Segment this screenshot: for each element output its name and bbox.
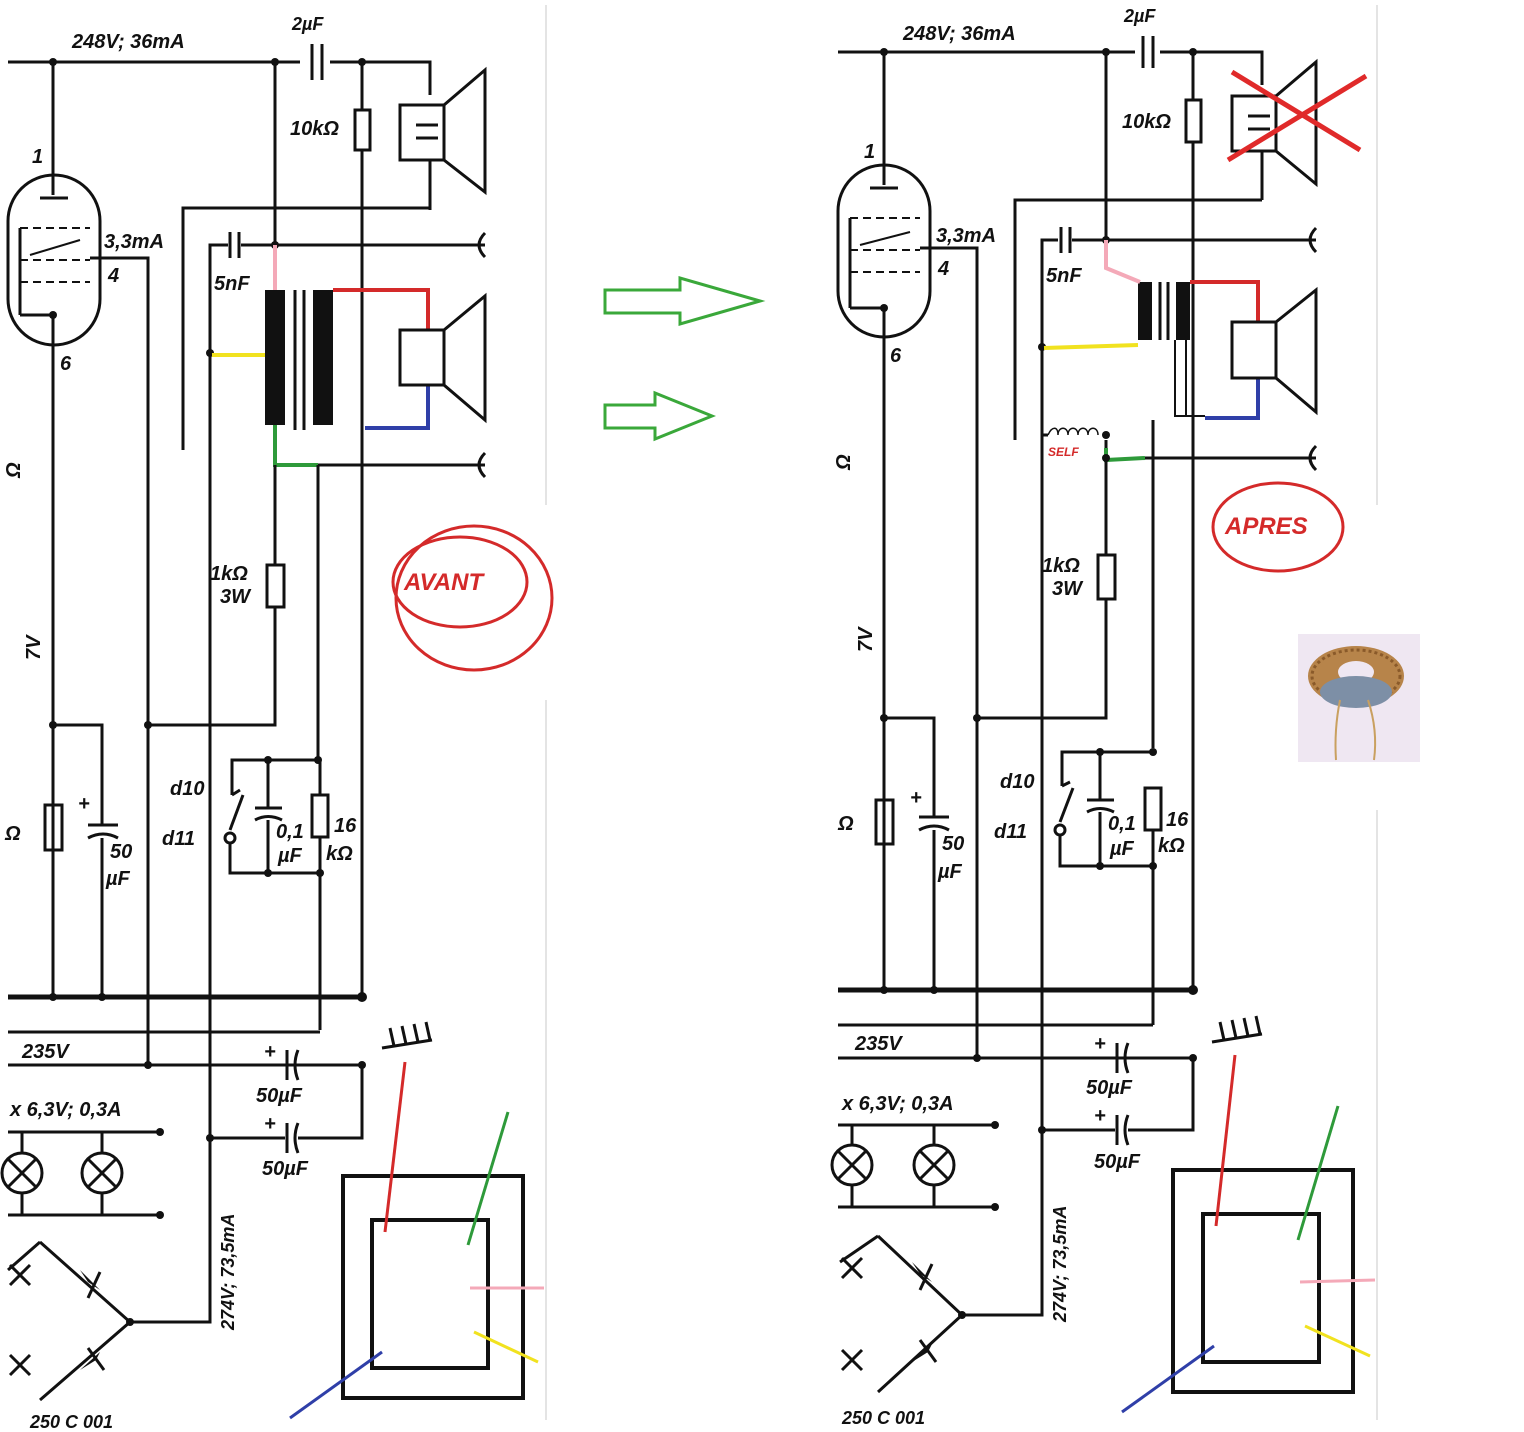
label-cap50uf-a: 50µF xyxy=(256,1085,303,1107)
lamp-icon xyxy=(0,1151,44,1195)
label-235v: 235V xyxy=(21,1041,70,1063)
ground-icon xyxy=(381,1021,433,1050)
label-r16-unit-2: kΩ xyxy=(1158,835,1185,857)
label-plus-4: + xyxy=(910,787,922,809)
label-pin6: 6 xyxy=(60,353,72,375)
label-edge-omega: Ω xyxy=(3,462,25,479)
tube-icon xyxy=(6,62,102,1000)
label-r10k: 10kΩ xyxy=(290,118,339,140)
label-cap01-unit: µF xyxy=(277,845,303,867)
label-r16-2: 16 xyxy=(1166,809,1189,831)
ground-icon xyxy=(1211,1015,1263,1044)
lamp-icon xyxy=(830,1143,874,1187)
label-plus-2: + xyxy=(264,1041,276,1063)
label-ref-2: 250 C 001 xyxy=(841,1408,925,1428)
label-cap-top-2: 2µF xyxy=(1123,6,1156,26)
label-tube-current: 3,3mA xyxy=(104,231,164,253)
label-d10-2: d10 xyxy=(1000,771,1034,793)
label-cap50-unit: µF xyxy=(105,868,131,890)
cross-icon xyxy=(1226,69,1368,163)
label-pin1-2: 1 xyxy=(864,141,875,163)
speaker-icon xyxy=(398,292,487,424)
panel-apres: 248V; 36mA 2µF 10kΩ xyxy=(830,6,1420,1428)
label-heater: x 6,3V; 0,3A xyxy=(9,1099,122,1121)
label-res-omega: Ω xyxy=(4,823,21,845)
label-cap01-2: 0,1 xyxy=(1108,813,1136,835)
label-274v-2: 274V; 73,5mA xyxy=(1050,1206,1070,1323)
label-pin1: 1 xyxy=(32,146,43,168)
label-plus-1: + xyxy=(78,793,90,815)
label-d11: d11 xyxy=(162,828,195,850)
label-supply-top: 248V; 36mA xyxy=(71,31,185,53)
panel-avant: 248V; 36mA 2µF 10kΩ xyxy=(0,14,554,1432)
label-274v: 274V; 73,5mA xyxy=(218,1214,238,1331)
label-r10k-2: 10kΩ xyxy=(1122,111,1171,133)
label-cap50-2: 50 xyxy=(942,833,964,855)
diode-icon xyxy=(839,1234,965,1394)
transformer-icon xyxy=(265,290,333,430)
speaker-icon xyxy=(398,66,487,210)
arrow-icon xyxy=(603,390,717,442)
label-cap50: 50 xyxy=(110,841,132,863)
badge-avant: AVANT xyxy=(403,569,485,596)
label-plus-6: + xyxy=(1094,1105,1106,1127)
tube-icon xyxy=(836,52,932,992)
label-7v: 7V xyxy=(23,634,45,660)
label-pin6-2: 6 xyxy=(890,345,902,367)
label-7v-2: 7V xyxy=(855,626,877,652)
label-heater-2: x 6,3V; 0,3A xyxy=(841,1093,954,1115)
label-supply-top-2: 248V; 36mA xyxy=(902,23,1016,45)
diode-icon xyxy=(7,1240,133,1402)
label-plus-5: + xyxy=(1094,1033,1106,1055)
label-tube-current-2: 3,3mA xyxy=(936,225,996,247)
label-1k-w-2: 3W xyxy=(1052,578,1084,600)
label-235v-2: 235V xyxy=(854,1033,903,1055)
label-pin4: 4 xyxy=(107,265,119,287)
label-d10: d10 xyxy=(170,778,204,800)
label-cap50uf-b-2: 50µF xyxy=(1094,1151,1141,1173)
label-cap50uf-b: 50µF xyxy=(262,1158,309,1180)
label-ref: 250 C 001 xyxy=(29,1412,113,1432)
badge-apres: APRES xyxy=(1224,513,1308,540)
self-coil xyxy=(1047,427,1099,436)
label-cap50uf-a-2: 50µF xyxy=(1086,1077,1133,1099)
label-r16: 16 xyxy=(334,815,357,837)
label-plus-3: + xyxy=(264,1113,276,1135)
label-pin4-2: 4 xyxy=(937,258,949,280)
label-self: SELF xyxy=(1048,445,1079,459)
label-cap01: 0,1 xyxy=(276,821,304,843)
label-cap01-unit-2: µF xyxy=(1109,838,1135,860)
lamp-icon xyxy=(912,1143,956,1187)
toroid-photo xyxy=(1298,634,1420,762)
label-edge-omega-2: Ω xyxy=(833,454,855,471)
label-cap-top: 2µF xyxy=(291,14,324,34)
transformer-icon xyxy=(1138,282,1190,340)
label-1k-2: 1kΩ xyxy=(1042,555,1080,577)
label-cap50-unit-2: µF xyxy=(937,861,963,883)
label-1k-w: 3W xyxy=(220,586,252,608)
label-5nf: 5nF xyxy=(214,273,250,295)
arrow-icon xyxy=(603,276,766,326)
label-r16-unit: kΩ xyxy=(326,843,353,865)
speaker-icon xyxy=(1230,286,1318,416)
lamp-icon xyxy=(80,1151,124,1195)
label-1k: 1kΩ xyxy=(210,563,248,585)
label-res-omega-2: Ω xyxy=(837,813,854,835)
label-5nf-2: 5nF xyxy=(1046,265,1082,287)
label-d11-2: d11 xyxy=(994,821,1027,843)
